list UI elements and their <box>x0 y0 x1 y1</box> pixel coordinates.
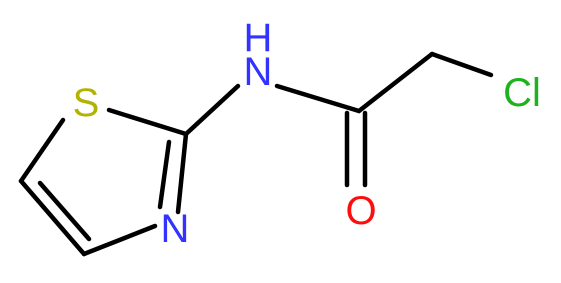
amide-nitrogen-atom-label: N <box>244 50 273 94</box>
amide-hydrogen-label: H <box>244 16 273 60</box>
bond-ch2-cl <box>429 51 494 78</box>
ring-nitrogen-atom-label: N <box>161 207 190 251</box>
bond-n3-c2 <box>175 131 189 215</box>
bond-c4-n3 <box>81 223 158 257</box>
chlorine-atom-label: Cl <box>503 71 541 115</box>
bond-c5-c4 <box>18 178 87 257</box>
bond-c2-n-amide <box>183 83 241 137</box>
bond-s-c5 <box>18 117 66 184</box>
sulfur-atom-label: S <box>73 81 100 125</box>
bond-n-amide-carbonyl <box>274 83 362 114</box>
oxygen-atom-label: O <box>345 189 376 233</box>
bond-c2-s <box>106 107 189 137</box>
bond-c5-c4-inner <box>37 180 92 242</box>
bond-n3-c2-inner <box>157 139 172 210</box>
bond-carbonyl-ch2 <box>356 51 435 114</box>
